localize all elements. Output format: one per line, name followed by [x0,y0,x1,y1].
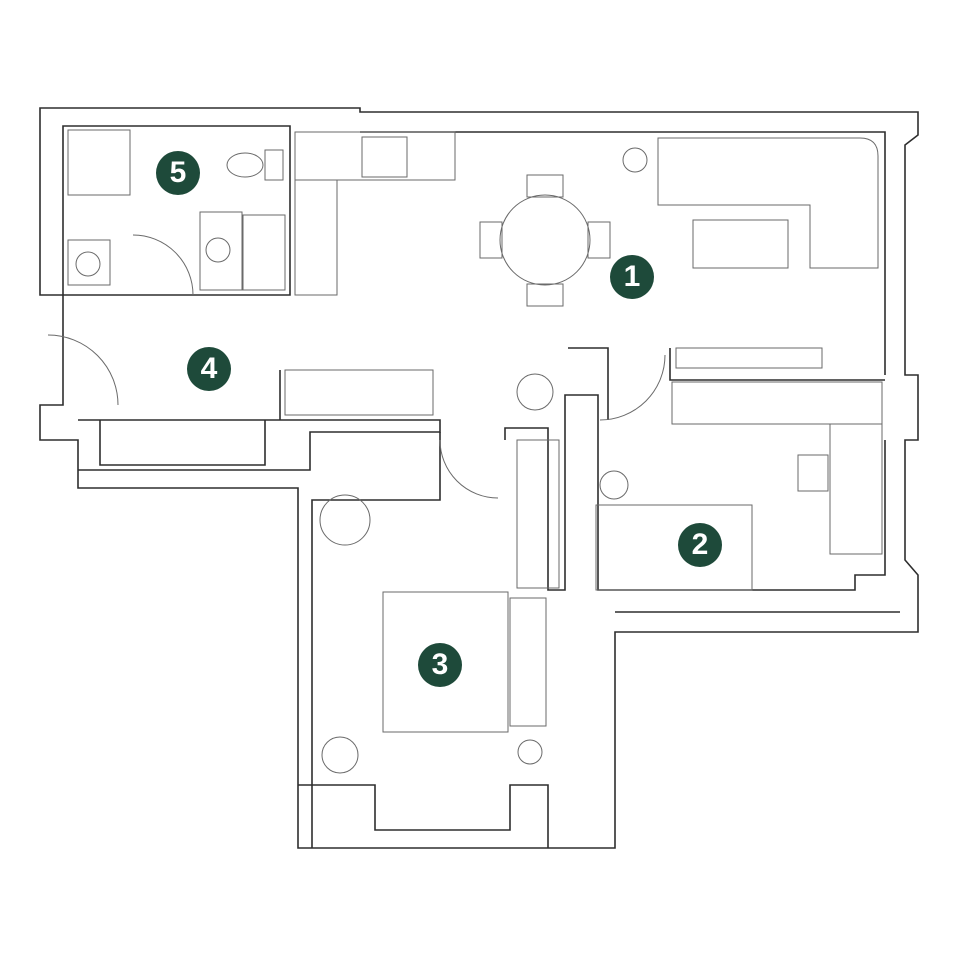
stove [361,136,408,178]
chair [526,283,564,307]
tv-stand [675,347,823,369]
sofa [657,137,879,269]
toilet-tank [264,149,284,181]
plant [516,373,554,411]
wardrobe [671,381,883,425]
shower-tray [67,129,131,196]
plant [321,736,359,774]
sink [205,237,231,263]
bathtub [242,214,286,291]
walls [39,107,919,849]
toilet [226,152,264,178]
office-chair [797,454,829,492]
room-marker-2: 2 [678,523,722,567]
bedroom-lamp [517,739,543,765]
bathroom-door-swing [132,234,194,296]
room-marker-1: 1 [610,255,654,299]
chair [587,221,611,259]
armchair [319,494,371,546]
bedside-cabinets [509,597,547,727]
kitchen-counter-side [294,179,338,296]
washing-machine [67,239,111,286]
bed-small [595,504,753,591]
chair [479,221,503,259]
room-marker-3: 3 [418,643,462,687]
double-bed [382,591,509,733]
chair [526,174,564,198]
washing-machine-drum [75,251,101,277]
floor-lamp [622,147,648,173]
kitchen-counter [294,131,456,181]
coffee-table [692,219,789,269]
room2-door-swing [599,354,666,421]
lamp [599,470,629,500]
room-marker-5: 5 [156,151,200,195]
room-marker-4: 4 [187,347,231,391]
hall-wardrobe [284,369,434,416]
furniture [47,129,883,774]
desk [829,423,883,555]
entry-door-swing [47,334,119,406]
sink-cabinet [199,211,243,291]
bedroom-wardrobe [516,439,560,589]
bedroom-door-swing [439,439,499,499]
dining-table [499,194,591,286]
